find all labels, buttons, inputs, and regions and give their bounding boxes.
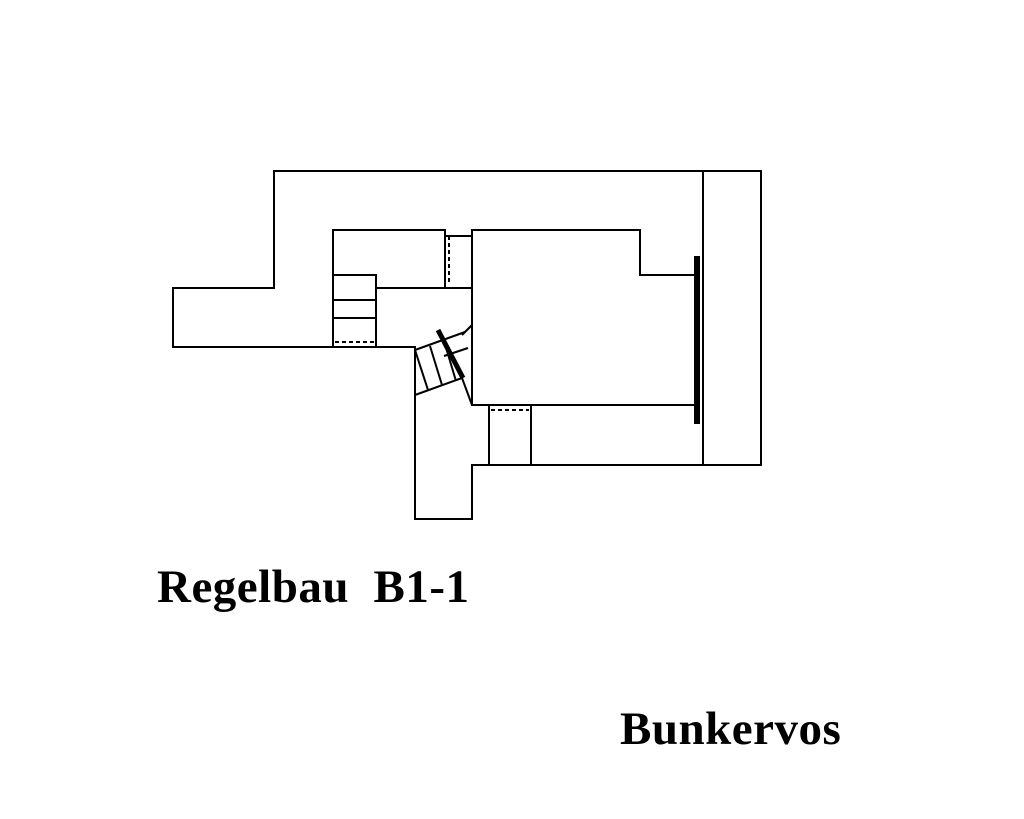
upper-corridor — [332, 229, 446, 289]
door-bar — [443, 347, 469, 357]
entrance-diag-bottom — [461, 377, 473, 406]
outer-wall — [172, 170, 762, 520]
main-room — [471, 229, 699, 406]
entrance-diag-top — [461, 324, 473, 336]
diagram-title: Regelbau B1-1 — [157, 561, 470, 613]
stair-well — [332, 274, 377, 348]
lower-room — [488, 405, 532, 465]
author-credit: Bunkervos — [620, 703, 842, 755]
diagonal-entrance — [414, 331, 466, 396]
